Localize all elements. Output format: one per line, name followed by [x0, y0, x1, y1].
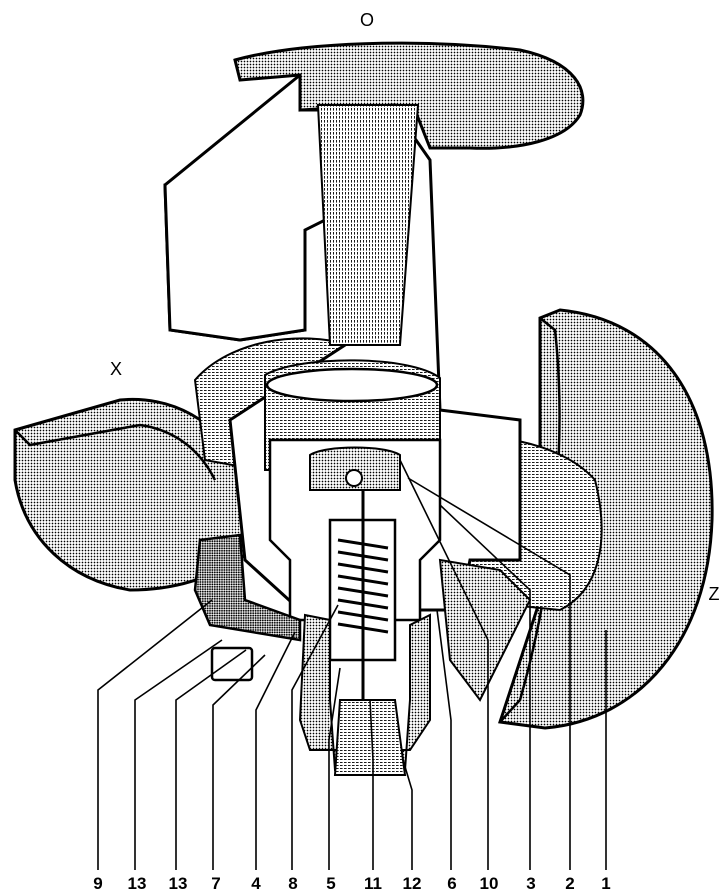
callout-9: 9: [93, 874, 102, 893]
lock-nut: [210, 646, 254, 682]
left-flange-rim: [14, 423, 217, 481]
mounting-block: [193, 533, 302, 642]
callout-2: 2: [565, 874, 574, 893]
callout-4: 4: [251, 874, 261, 893]
right-seal-lip: [438, 558, 532, 702]
outlet-bore: [316, 104, 420, 346]
callout-12: 12: [403, 874, 422, 893]
inlet-x-label: X: [110, 359, 122, 379]
seat-ring: [265, 367, 439, 403]
disc-nut: [345, 469, 363, 487]
right-flange: [498, 308, 714, 730]
outlet-port-label: O: [360, 10, 374, 30]
inlet-z-label: Z: [709, 584, 720, 604]
callout-13-a: 13: [128, 874, 147, 893]
callout-10: 10: [480, 874, 499, 893]
callout-6: 6: [447, 874, 456, 893]
top-flange: [233, 41, 585, 150]
left-flange: [13, 397, 247, 592]
tail-bore: [333, 699, 407, 776]
callout-8: 8: [288, 874, 297, 893]
callout-13-b: 13: [169, 874, 188, 893]
callout-3: 3: [526, 874, 535, 893]
leader-lines: [97, 459, 607, 870]
callout-7: 7: [211, 874, 220, 893]
valve-disc: [309, 446, 401, 491]
lower-guide: [298, 613, 431, 771]
callout-5: 5: [326, 874, 335, 893]
callout-11: 11: [364, 874, 382, 893]
callout-1: 1: [601, 874, 610, 893]
